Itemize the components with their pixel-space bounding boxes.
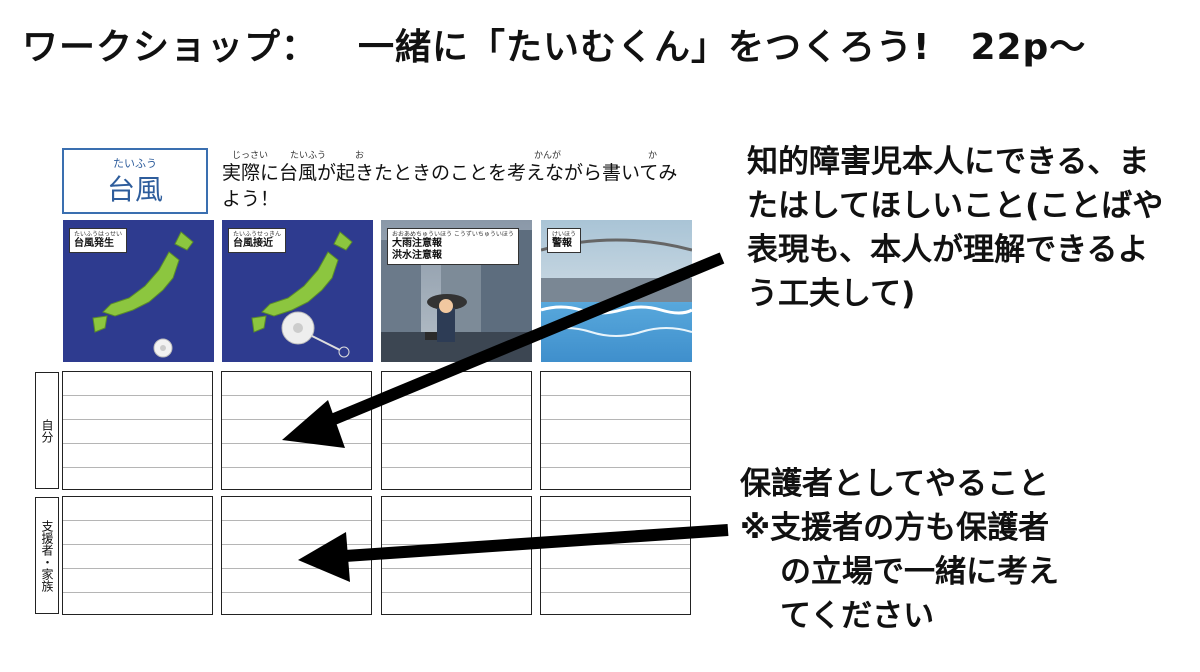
answer-cell-supporter-2[interactable] (221, 496, 372, 615)
ruby-3: お (355, 151, 365, 161)
panel-typhoon-formation: たいふうはっせい台風発生 (63, 220, 214, 362)
slide-title: ワークショップ： 一緒に「たいむくん」をつくろう! 22p〜 (22, 18, 1086, 70)
panel-warning: けいほう警報 (541, 220, 692, 362)
answer-cell-self-2[interactable] (221, 371, 372, 490)
note-guardian: 保護者としてやること ※支援者の方も保護者 の立場で一緒に考え てください (740, 462, 1180, 638)
ruby-1: じっさい (232, 151, 269, 161)
ruby-4: かんが (534, 151, 562, 161)
panel-label: たいふうせっきん台風接近 (228, 228, 287, 253)
instruction-text: 実際に台風が起きたときのことを考えながら書いてみよう！ (222, 162, 678, 210)
note-guardian-line1: 保護者としてやること (740, 466, 1050, 502)
row-label-self: 自分 (35, 372, 59, 489)
answer-cell-supporter-4[interactable] (540, 496, 691, 615)
ruby-5: か (648, 151, 658, 161)
answer-cell-supporter-3[interactable] (381, 496, 532, 615)
answer-cell-self-4[interactable] (540, 371, 691, 490)
note-self: 知的障害児本人にできる、またはしてほしいこと(ことばや表現も、本人が理解できるよ… (747, 144, 1164, 312)
panel-label: おおあめちゅういほう こうずいちゅういほう大雨注意報 洪水注意報 (387, 228, 519, 265)
ruby-2: たいふう (290, 151, 327, 161)
note-guardian-line2: ※支援者の方も保護者 (740, 510, 1050, 546)
note-guardian-line3: の立場で一緒に考え (780, 554, 1059, 590)
row-label-supporter-family: 支援者・家族 (35, 497, 59, 614)
keyword-word: 台風 (106, 173, 163, 206)
keyword-box: たいふう 台風 (62, 148, 208, 214)
answer-cell-self-3[interactable] (381, 371, 532, 490)
note-guardian-line4: てください (780, 598, 935, 634)
answer-cell-self-1[interactable] (62, 371, 213, 490)
title-main: ワークショップ： (22, 27, 319, 68)
panel-heavy-rain-advisory: おおあめちゅういほう こうずいちゅういほう大雨注意報 洪水注意報 (381, 220, 532, 362)
title-page: 22p〜 (970, 27, 1087, 68)
panel-typhoon-approach: たいふうせっきん台風接近 (222, 220, 373, 362)
panel-label: けいほう警報 (547, 228, 582, 253)
japan-map-typhoon-icon (92, 231, 194, 358)
title-sub: 一緒に「たいむくん」をつくろう! (358, 27, 931, 68)
keyword-ruby: たいふう (113, 157, 157, 170)
answer-cell-supporter-1[interactable] (62, 496, 213, 615)
panel-label: たいふうはっせい台風発生 (69, 228, 128, 253)
